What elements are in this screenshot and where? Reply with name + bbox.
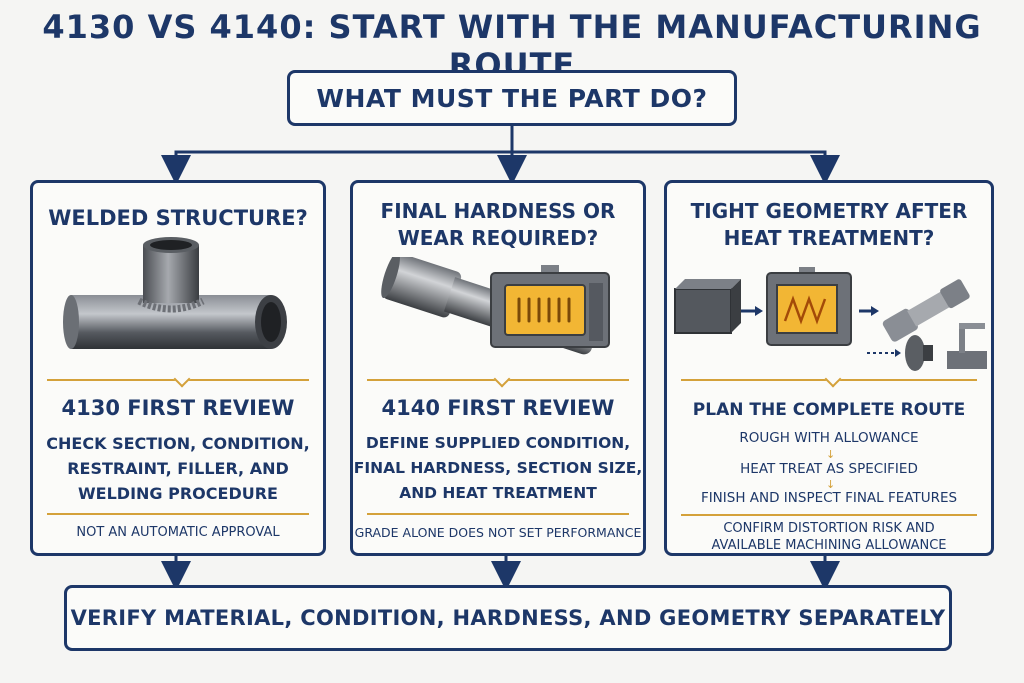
welded-tee-pipe-icon	[63, 237, 287, 349]
chevron-down-icon	[173, 370, 191, 388]
note-line: CONFIRM DISTORTION RISK AND	[723, 521, 935, 536]
arrow-down-icon: ↓	[826, 478, 836, 491]
body-line: AND HEAT TREATMENT	[399, 484, 597, 502]
panel-body: CHECK SECTION, CONDITION, RESTRAINT, FIL…	[33, 431, 323, 506]
question-box: WHAT MUST THE PART DO?	[287, 70, 737, 126]
divider	[367, 513, 629, 515]
furnace-icon	[490, 265, 610, 348]
heading-line: WEAR REQUIRED?	[397, 226, 599, 250]
heading-line: FINAL HARDNESS OR	[380, 199, 616, 223]
panel-heading: WELDED STRUCTURE?	[48, 206, 308, 230]
heading-line: HEAT TREATMENT?	[723, 226, 935, 250]
panel-note: CONFIRM DISTORTION RISK AND AVAILABLE MA…	[667, 520, 991, 554]
page-title: 4130 VS 4140: START WITH THE MANUFACTURI…	[42, 8, 982, 84]
shaft-icon	[882, 279, 970, 342]
route-step: HEAT TREAT AS SPECIFIED	[740, 461, 918, 477]
heading-line: TIGHT GEOMETRY AFTER	[690, 199, 968, 223]
panel-body: DEFINE SUPPLIED CONDITION, FINAL HARDNES…	[353, 431, 643, 506]
panel-final-hardness: FINAL HARDNESS OR WEAR REQUIRED? 4140 FI…	[350, 180, 646, 556]
steel-block-icon	[674, 279, 741, 334]
route-step: FINISH AND INSPECT FINAL FEATURES	[700, 490, 958, 506]
result-heading: PLAN THE COMPLETE ROUTE	[692, 400, 966, 420]
conclusion-box: VERIFY MATERIAL, CONDITION, HARDNESS, AN…	[64, 585, 952, 651]
micrometer-icon	[905, 323, 987, 371]
connector-branch	[174, 150, 827, 170]
result-heading: 4130 FIRST REVIEW	[61, 396, 295, 420]
body-line: CHECK SECTION, CONDITION,	[46, 434, 310, 453]
body-line: FINAL HARDNESS, SECTION SIZE,	[353, 459, 643, 477]
arrow-down-icon: ↓	[826, 448, 836, 461]
panel-heading: FINAL HARDNESS OR WEAR REQUIRED?	[353, 198, 643, 252]
process-illustration	[674, 267, 987, 371]
body-line: WELDING PROCEDURE	[78, 484, 278, 503]
divider	[47, 513, 309, 515]
divider	[681, 514, 977, 516]
furnace-icon	[766, 267, 852, 346]
body-line: DEFINE SUPPLIED CONDITION,	[365, 434, 631, 452]
panel-note: GRADE ALONE DOES NOT SET PERFORMANCE	[354, 525, 642, 540]
panel-note: NOT AN AUTOMATIC APPROVAL	[76, 525, 280, 540]
panel-welded-structure: WELDED STRUCTURE? 4130 FIRST REVIEW CHEC…	[30, 180, 326, 556]
note-line: AVAILABLE MACHINING ALLOWANCE	[711, 538, 947, 553]
route-step: ROUGH WITH ALLOWANCE	[739, 430, 919, 446]
body-line: RESTRAINT, FILLER, AND	[67, 459, 289, 478]
result-heading: 4140 FIRST REVIEW	[381, 396, 615, 420]
panel-tight-geometry: TIGHT GEOMETRY AFTER HEAT TREATMENT?	[664, 180, 994, 556]
panel-heading: TIGHT GEOMETRY AFTER HEAT TREATMENT?	[667, 198, 991, 252]
